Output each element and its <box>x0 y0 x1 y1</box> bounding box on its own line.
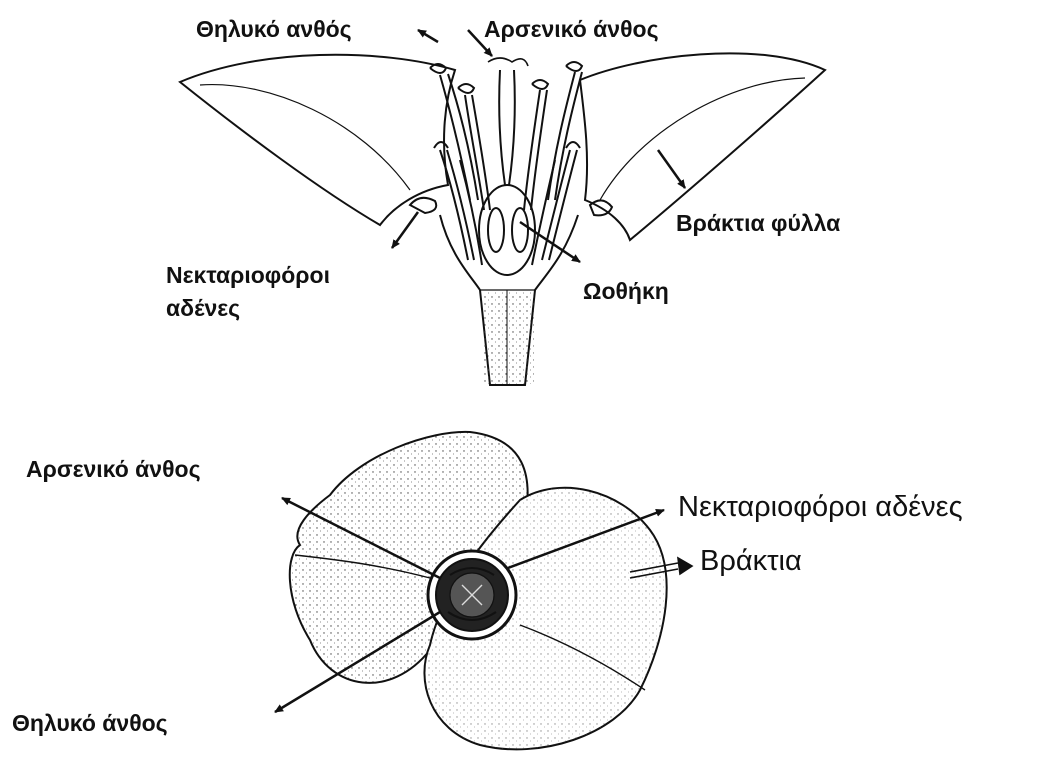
label-nectar-glands-line2: αδένες <box>166 295 240 323</box>
left-bract <box>180 55 455 225</box>
nectar-gland-left <box>410 198 436 213</box>
label-bract-leaves: Βράκτια φύλλα <box>676 210 840 238</box>
female-gynophore <box>499 70 515 185</box>
label-male-flower-top: Αρσενικό άνθος <box>484 16 659 44</box>
label-bract: Βράκτια <box>700 544 802 579</box>
label-male-flower-bottom: Αρσενικό άνθος <box>26 456 201 484</box>
label-nectar-glands-line1: Νεκταριοφόροι <box>166 262 330 290</box>
label-female-flower-bottom: Θηλυκό άνθος <box>12 710 168 738</box>
label-nectar-glands-bottom: Νεκταριοφόροι αδένες <box>678 490 963 525</box>
label-female-flower-top: Θηλυκό ανθός <box>196 16 352 44</box>
cyathium-top-view <box>290 432 667 749</box>
label-ovary: Ωοθήκη <box>583 278 669 306</box>
